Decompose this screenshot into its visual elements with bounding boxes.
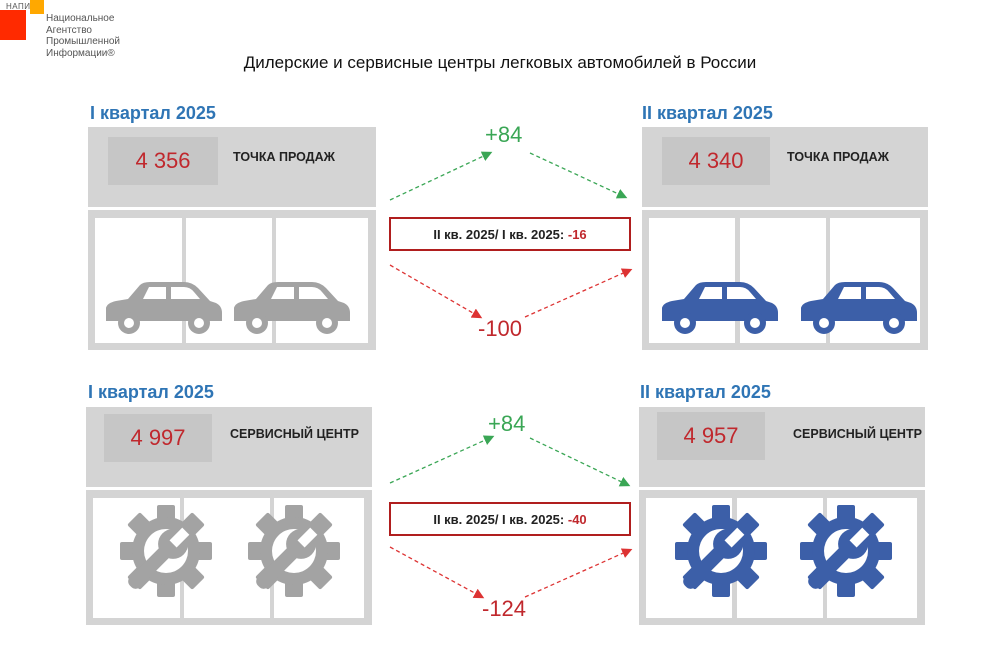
logo-text: Национальное Агентство Промышленной Инфо… [46, 13, 120, 59]
sales-diff-prefix: II кв. 2025/ I кв. 2025: [433, 226, 568, 242]
service-plus-delta: +84 [488, 411, 526, 436]
sales-flow-arrows [389, 151, 633, 319]
car-icon [662, 282, 778, 334]
sales-q1-label: I квартал 2025 [90, 103, 216, 123]
sales-q1-value: 4 356 [108, 137, 218, 185]
gear-wrench-icon [248, 505, 340, 597]
service-q1-value: 4 997 [104, 414, 212, 462]
service-minus-delta: -124 [482, 596, 527, 621]
logo-orange-square [30, 0, 44, 14]
gear-wrench-icon [120, 505, 212, 597]
sales-minus-delta: -100 [478, 316, 523, 341]
sales-q2-value: 4 340 [662, 137, 770, 185]
service-diff-prefix: II кв. 2025/ I кв. 2025: [433, 511, 568, 527]
service-q2-value: 4 957 [657, 412, 765, 460]
service-diff-box: II кв. 2025/ I кв. 2025: -40 [389, 502, 631, 536]
sales-q2-label: II квартал 2025 [642, 103, 773, 123]
car-icon [234, 282, 350, 334]
service-q2-label: II квартал 2025 [640, 382, 771, 402]
sales-q2-tag: ТОЧКА ПРОДАЖ [787, 150, 889, 164]
sales-q1-tag: ТОЧКА ПРОДАЖ [233, 150, 335, 164]
sales-diff-value: -16 [567, 226, 587, 242]
page-title: Дилерские и сервисные центры легковых ав… [243, 53, 757, 72]
car-icon [801, 282, 917, 334]
service-q1-tag: СЕРВИСНЫЙ ЦЕНТР [230, 427, 359, 441]
logo-red-square [0, 10, 26, 40]
service-flow-arrows [389, 435, 633, 599]
sales-diff-box: II кв. 2025/ I кв. 2025: -16 [389, 217, 631, 251]
gear-wrench-icon [675, 505, 767, 597]
service-q1-label: I квартал 2025 [88, 382, 214, 402]
car-icon [106, 282, 222, 334]
service-q2-tag: СЕРВИСНЫЙ ЦЕНТР [793, 427, 922, 441]
sales-plus-delta: +84 [485, 122, 523, 147]
service-diff-value: -40 [567, 511, 587, 527]
gear-wrench-icon [800, 505, 892, 597]
logo-abbr: НАПИ [6, 2, 31, 11]
